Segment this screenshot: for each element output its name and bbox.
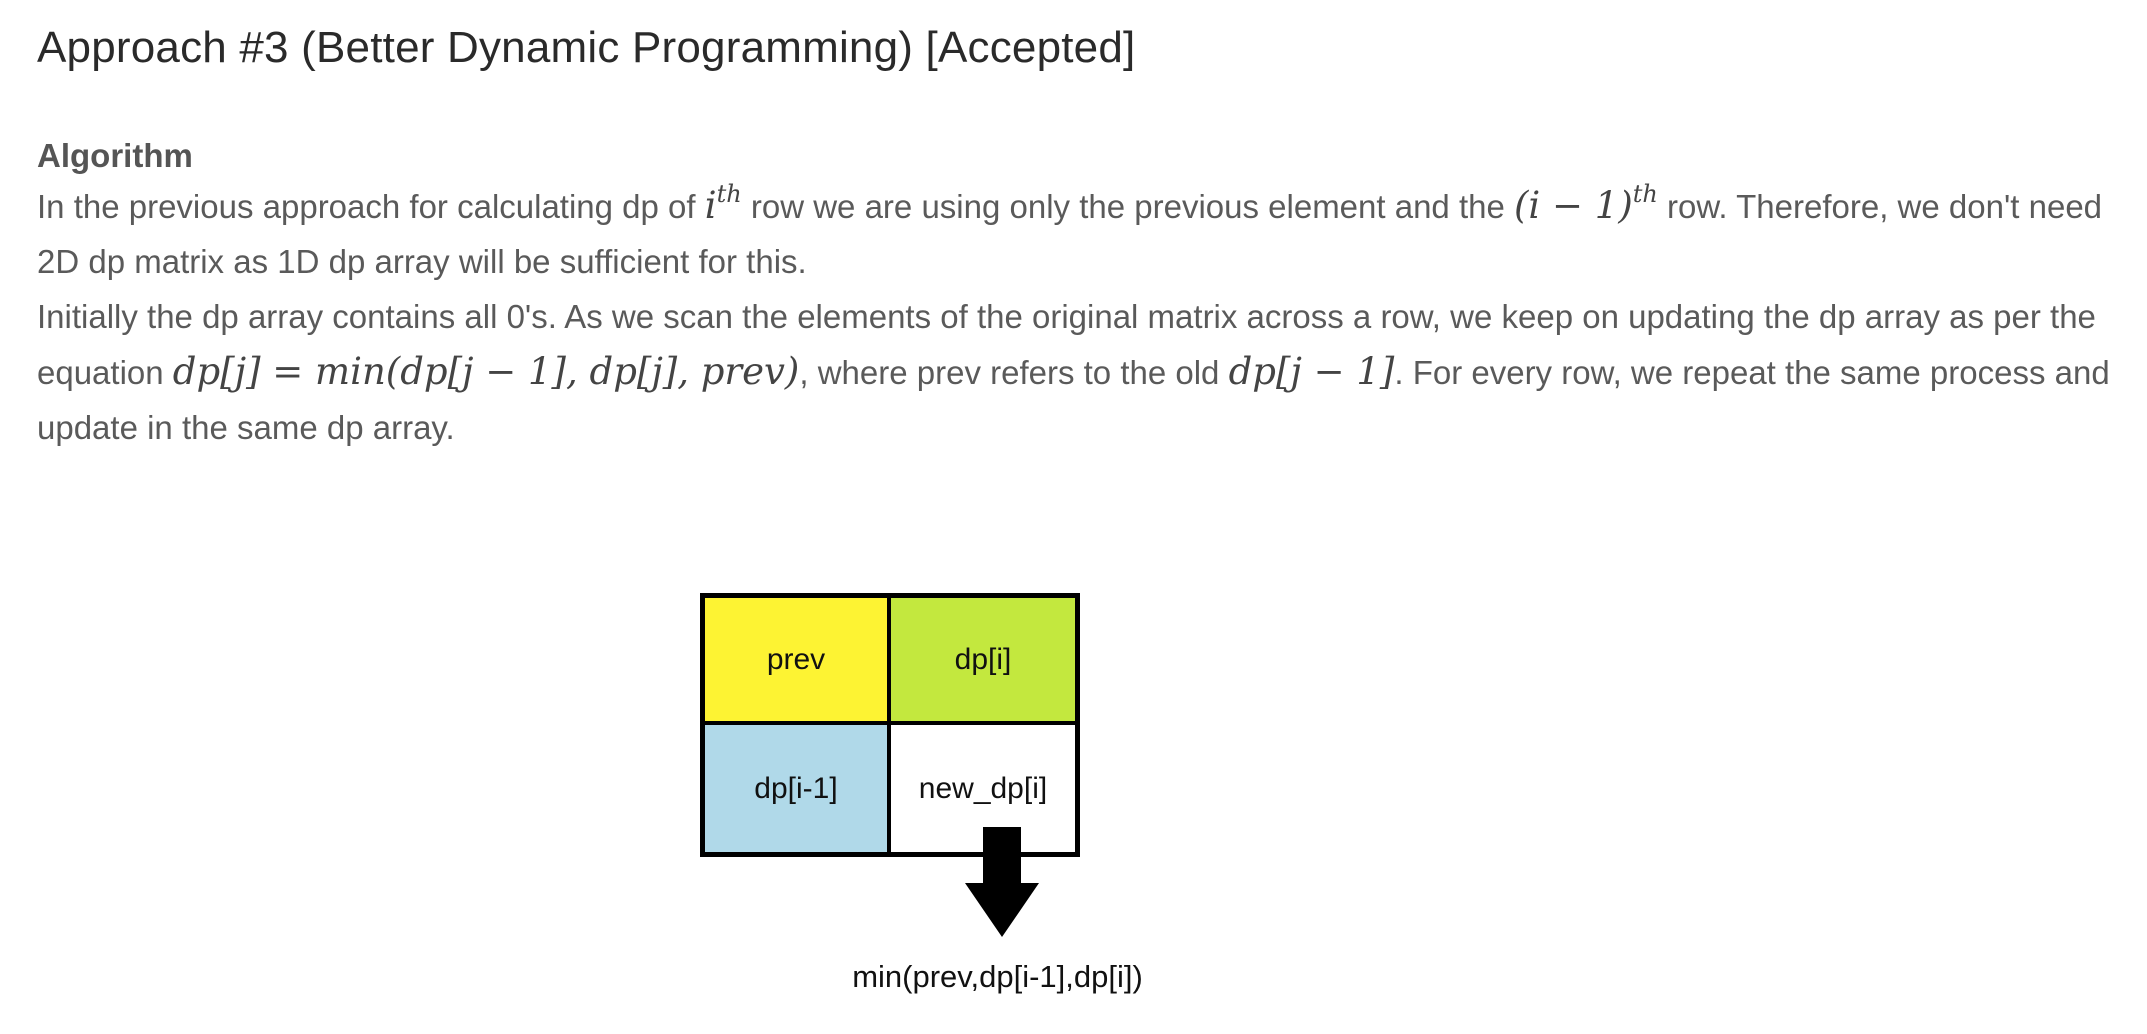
dp-update-diagram: prev dp[i] dp[i-1] new_dp[i] min(prev,dp…: [700, 593, 1175, 1013]
cell-dp-i: dp[i]: [891, 598, 1075, 725]
math-dp-j-minus-1: dp[j − 1]: [1228, 350, 1395, 393]
math-i-base: i: [704, 184, 717, 227]
math-equation: dp[j] = min(dp[j − 1], dp[j], prev): [172, 350, 800, 393]
cell-new-dp-i: new_dp[i]: [891, 725, 1075, 852]
paragraph-2: Initially the dp array contains all 0's.…: [37, 289, 2117, 455]
paragraph-1: In the previous approach for calculating…: [37, 178, 2117, 289]
paragraph-1-text-a: In the previous approach for calculating…: [37, 188, 705, 225]
paragraph-1-text-c: row. Therefore, we don't need 2D dp matr…: [37, 188, 2103, 280]
paragraph-2-text-c: . For every row, we repeat the same proc…: [37, 354, 2110, 446]
math-i-minus-1-th: (i − 1)th: [1514, 182, 1658, 227]
article-section: Approach #3 (Better Dynamic Programming)…: [37, 18, 2117, 455]
cell-dp-i-minus-1-label: dp[i-1]: [754, 771, 838, 805]
paragraph-2-text-a: Initially the dp array contains all 0's.…: [37, 298, 2096, 391]
math-i-sup: th: [716, 179, 742, 208]
math-i-minus-1-base: (i − 1): [1514, 184, 1633, 227]
cell-dp-i-minus-1: dp[i-1]: [705, 725, 891, 852]
cell-prev-label: prev: [766, 642, 826, 676]
math-i-minus-1-sup: th: [1632, 179, 1658, 208]
cell-prev: prev: [705, 598, 891, 725]
paragraph-1-text-b: row we are using only the previous eleme…: [741, 188, 1514, 225]
cell-new-dp-i-label: new_dp[i]: [918, 771, 1048, 805]
algorithm-heading: Algorithm: [37, 137, 193, 174]
cell-dp-i-label: dp[i]: [954, 642, 1012, 676]
approach-title: Approach #3 (Better Dynamic Programming)…: [37, 23, 1136, 72]
dp-grid: prev dp[i] dp[i-1] new_dp[i]: [700, 593, 1080, 857]
result-formula: min(prev,dp[i-1],dp[i]): [852, 959, 1143, 994]
down-arrow-icon: [965, 827, 1039, 937]
math-i-th: ith: [704, 182, 742, 227]
paragraph-2-text-b: , where prev refers to the old: [799, 354, 1229, 391]
arrow-shape: [965, 827, 1039, 937]
